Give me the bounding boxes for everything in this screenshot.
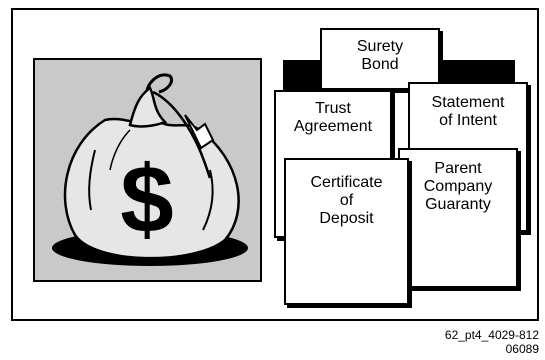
document-surety-bond: Surety Bond — [320, 28, 440, 90]
bag-fold-left — [88, 149, 96, 211]
bag-rope — [145, 73, 174, 94]
bag-fold-right — [202, 169, 214, 231]
money-bag-icon: $ — [52, 73, 248, 266]
label-trust-agreement: Trust Agreement — [293, 100, 373, 135]
bag-flap — [184, 114, 215, 150]
figure-caption: 62_pt4_4029-812 06089 — [445, 328, 539, 356]
caption-line-2: 06089 — [505, 342, 539, 356]
bag-crease — [109, 129, 131, 171]
bag-tassel — [152, 90, 212, 179]
document-certificate-of-deposit: Certificate of Deposit — [284, 158, 409, 305]
label-surety-bond: Surety Bond — [356, 38, 404, 73]
caption-line-1: 62_pt4_4029-812 — [444, 328, 539, 342]
money-bag-illustration: $ — [33, 58, 262, 282]
label-parent-company-guaranty: Parent Company Guaranty — [423, 160, 493, 213]
bag-neck — [128, 86, 168, 128]
label-certificate-of-deposit: Certificate of Deposit — [310, 174, 383, 227]
label-statement-of-intent: Statement of Intent — [431, 94, 505, 129]
document-parent-company-guaranty: Parent Company Guaranty — [398, 148, 518, 288]
dollar-sign: $ — [120, 146, 173, 253]
